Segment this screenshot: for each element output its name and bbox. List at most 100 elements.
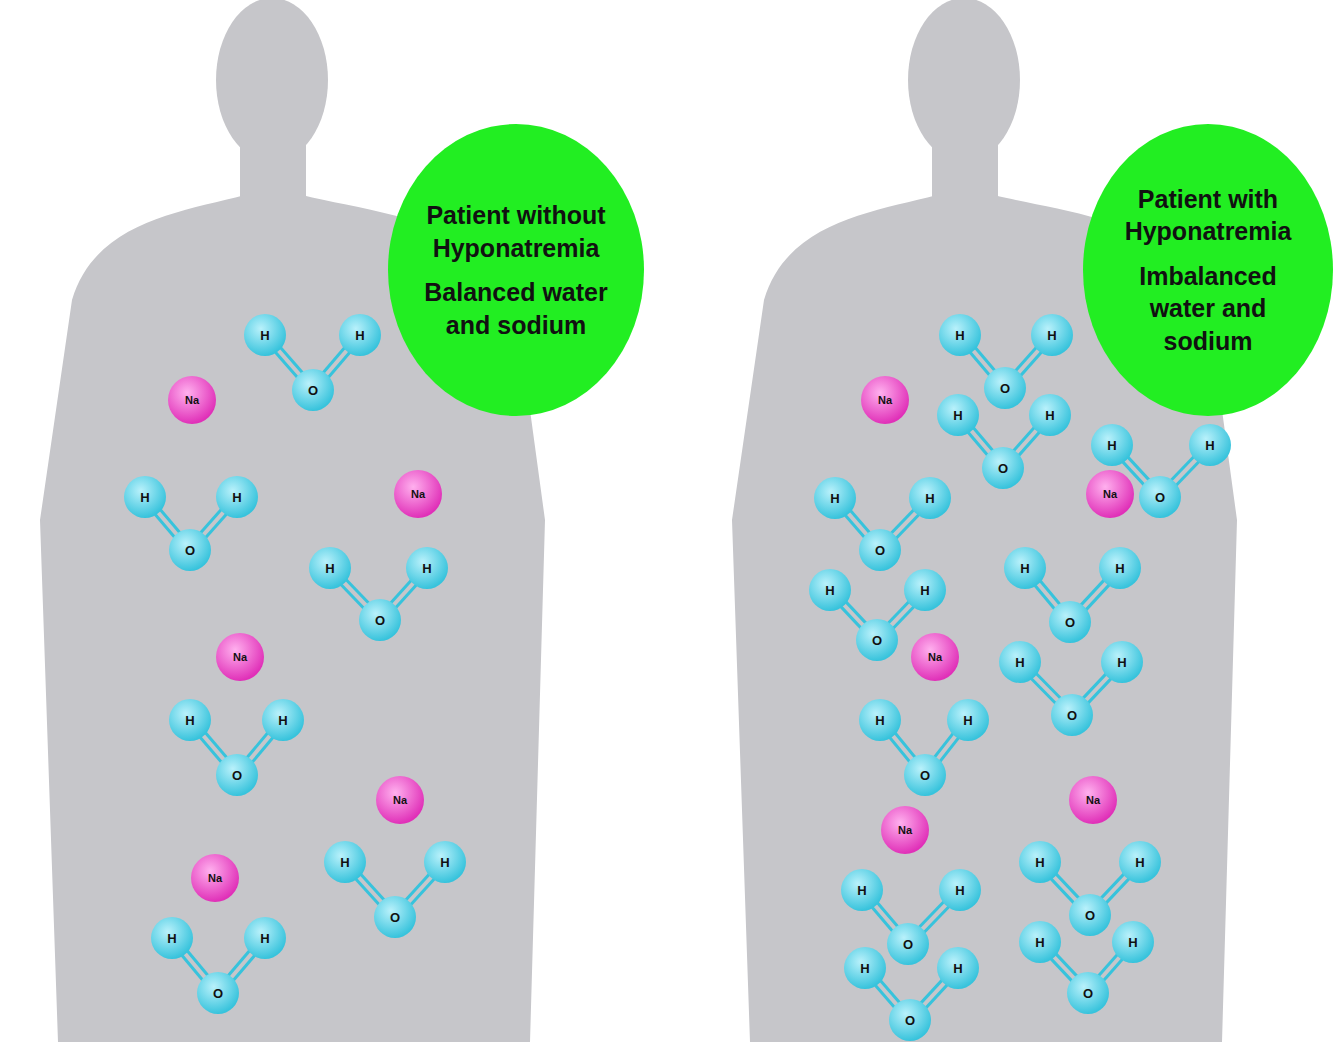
atom-symbol: H	[955, 329, 964, 342]
atom-symbol: H	[440, 856, 449, 869]
info-circle: Patient with HyponatremiaImbalanced wate…	[1083, 124, 1333, 416]
atom-symbol: O	[875, 544, 885, 557]
atom-symbol: H	[955, 884, 964, 897]
water-atom	[947, 699, 989, 741]
atom-symbol: O	[1083, 987, 1093, 1000]
water-atom	[324, 841, 366, 883]
sodium-atom	[394, 470, 442, 518]
water-atom	[359, 599, 401, 641]
circle-text: Patient without Hyponatremia	[424, 199, 608, 264]
atom-symbol: H	[963, 714, 972, 727]
water-atom	[904, 569, 946, 611]
atom-symbol: H	[825, 584, 834, 597]
water-atom	[856, 619, 898, 661]
water-atom	[1051, 694, 1093, 736]
water-atom	[1031, 314, 1073, 356]
atom-symbol: H	[355, 329, 364, 342]
atom-symbol: H	[1047, 329, 1056, 342]
atom-symbol: H	[1015, 656, 1024, 669]
atom-symbol: H	[860, 962, 869, 975]
sodium-atom	[881, 806, 929, 854]
atom-symbol: Na	[393, 795, 407, 806]
water-atom	[1139, 476, 1181, 518]
water-atom	[909, 477, 951, 519]
atom-symbol: O	[872, 634, 882, 647]
atom-symbol: O	[1085, 909, 1095, 922]
atom-symbol: H	[340, 856, 349, 869]
atom-symbol: Na	[208, 873, 222, 884]
circle-text: Imbalanced water and sodium	[1118, 260, 1298, 358]
water-atom	[244, 917, 286, 959]
sodium-atom	[861, 376, 909, 424]
atom-symbol: O	[375, 614, 385, 627]
atom-symbol: Na	[928, 652, 942, 663]
water-atom	[999, 641, 1041, 683]
water-atom	[1101, 641, 1143, 683]
atom-symbol: Na	[1103, 489, 1117, 500]
atom-symbol: Na	[1086, 795, 1100, 806]
water-atom	[939, 314, 981, 356]
atom-symbol: Na	[411, 489, 425, 500]
atom-symbol: H	[232, 491, 241, 504]
water-atom	[216, 476, 258, 518]
water-atom	[292, 369, 334, 411]
sodium-atom	[376, 776, 424, 824]
water-atom	[841, 869, 883, 911]
atom-symbol: H	[260, 932, 269, 945]
water-atom	[169, 699, 211, 741]
atom-symbol: H	[953, 409, 962, 422]
atom-symbol: O	[390, 911, 400, 924]
atom-symbol: H	[422, 562, 431, 575]
atom-symbol: H	[1128, 936, 1137, 949]
water-atom	[1019, 841, 1061, 883]
atom-symbol: H	[260, 329, 269, 342]
sodium-atom	[911, 633, 959, 681]
water-atom	[1091, 424, 1133, 466]
water-atom	[1099, 547, 1141, 589]
atom-symbol: Na	[233, 652, 247, 663]
water-atom	[859, 699, 901, 741]
water-atom	[859, 529, 901, 571]
info-circle: Patient without HyponatremiaBalanced wat…	[388, 124, 644, 416]
atom-symbol: O	[1065, 616, 1075, 629]
water-atom	[216, 754, 258, 796]
water-atom	[1067, 972, 1109, 1014]
sodium-atom	[216, 633, 264, 681]
atom-symbol: H	[920, 584, 929, 597]
atom-symbol: H	[325, 562, 334, 575]
water-atom	[406, 547, 448, 589]
sodium-atom	[1086, 470, 1134, 518]
atom-symbol: H	[953, 962, 962, 975]
water-atom	[887, 923, 929, 965]
atom-symbol: O	[185, 544, 195, 557]
water-atom	[1019, 921, 1061, 963]
water-atom	[937, 394, 979, 436]
water-atom	[151, 917, 193, 959]
atom-symbol: H	[167, 932, 176, 945]
water-atom	[169, 529, 211, 571]
atom-symbol: O	[1155, 491, 1165, 504]
water-atom	[244, 314, 286, 356]
atom-symbol: Na	[185, 395, 199, 406]
water-atom	[197, 972, 239, 1014]
atom-symbol: O	[903, 938, 913, 951]
water-atom	[939, 869, 981, 911]
water-atom	[844, 947, 886, 989]
atom-symbol: O	[905, 1014, 915, 1027]
atom-symbol: H	[1107, 439, 1116, 452]
atom-symbol: H	[925, 492, 934, 505]
atom-symbol: H	[1115, 562, 1124, 575]
water-atom	[424, 841, 466, 883]
atom-symbol: O	[998, 462, 1008, 475]
water-atom	[809, 569, 851, 611]
atom-symbol: H	[1117, 656, 1126, 669]
water-atom	[1189, 424, 1231, 466]
atom-symbol: Na	[898, 825, 912, 836]
atom-symbol: O	[1067, 709, 1077, 722]
atom-symbol: H	[1020, 562, 1029, 575]
atom-symbol: H	[1045, 409, 1054, 422]
water-atom	[889, 999, 931, 1041]
atom-symbol: H	[875, 714, 884, 727]
atom-symbol: Na	[878, 395, 892, 406]
atom-symbol: H	[278, 714, 287, 727]
